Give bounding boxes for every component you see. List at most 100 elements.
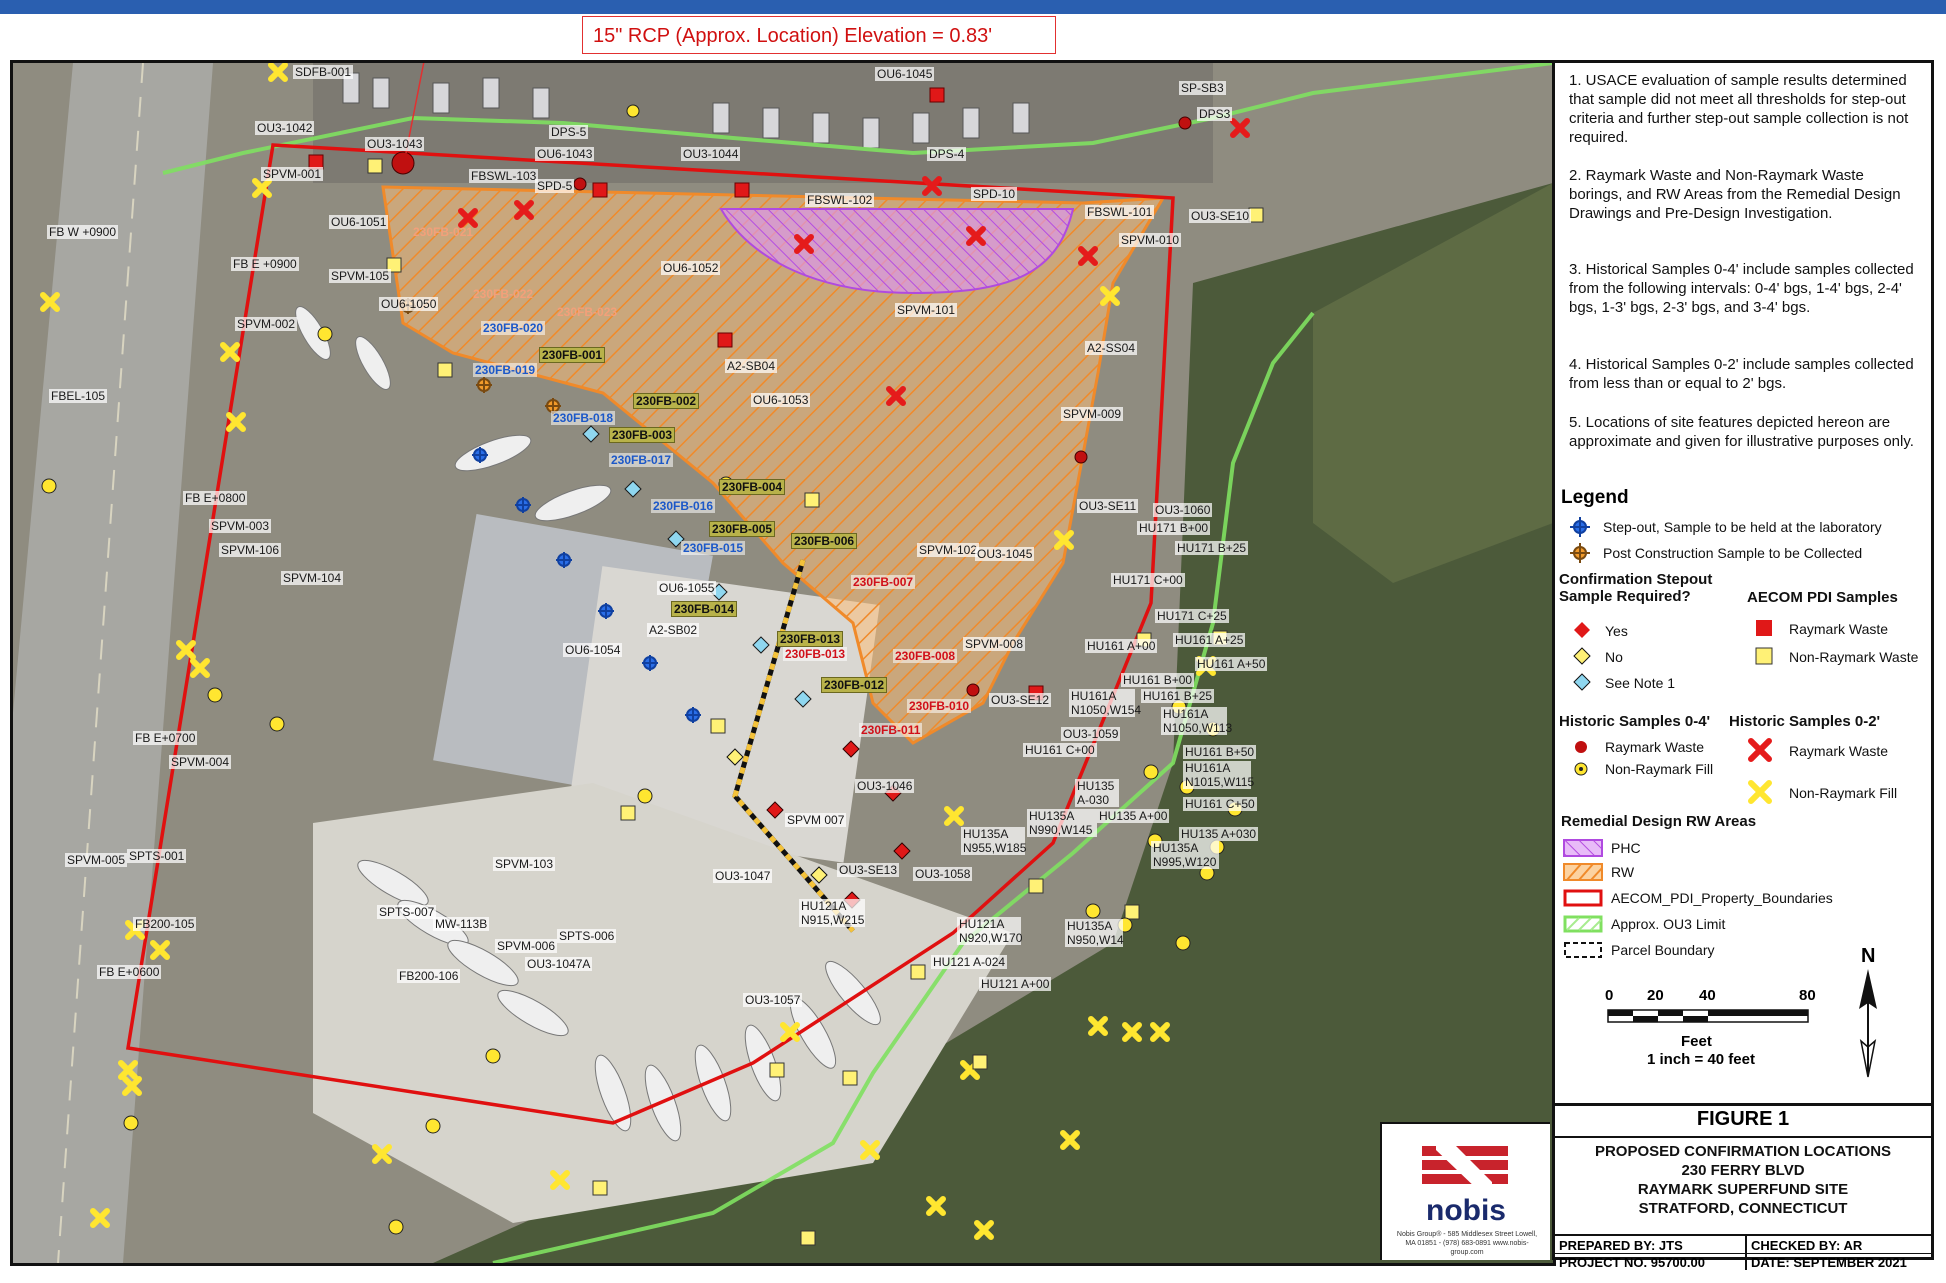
pdi-nrw-legend-icon [1755, 647, 1773, 665]
label-spvm-008: SPVM-008 [963, 637, 1026, 651]
label-hu121a-915: HU121A N915,W215 [799, 899, 865, 927]
callout-leader [405, 63, 425, 154]
label-spvm-002: SPVM-002 [235, 317, 298, 331]
label-ou3-1057: OU3-1057 [743, 993, 803, 1007]
label-hu171c00: HU171 C+00 [1111, 573, 1185, 587]
label-spts-006: SPTS-006 [557, 929, 617, 943]
label-hu171b25: HU171 B+25 [1175, 541, 1249, 555]
label-hu171c25: HU171 C+25 [1155, 609, 1229, 623]
label-ou3-se11: OU3-SE11 [1077, 499, 1139, 513]
h04-nrf-legend-icon [1574, 762, 1588, 776]
label-ou3-1060: OU3-1060 [1153, 503, 1213, 517]
post-legend-icon [1570, 543, 1590, 563]
label-230fb-017: 230FB-017 [609, 453, 674, 467]
legend-pdi-nrw: Non-Raymark Waste [1789, 649, 1919, 665]
legend-h02-nrf: Non-Raymark Fill [1789, 785, 1898, 801]
label-ou6-1043: OU6-1043 [535, 147, 595, 161]
label-230fb-012: 230FB-012 [821, 677, 888, 693]
label-ou6-1052: OU6-1052 [661, 261, 721, 275]
note-5: 5. Locations of site features depicted h… [1569, 414, 1914, 450]
legend-hist02-header: Historic Samples 0-2' [1729, 713, 1881, 730]
no-legend-icon [1573, 647, 1591, 665]
boat-storage-area [313, 783, 1013, 1223]
hist-rw-circles [391, 116, 1192, 697]
label-hu135a-955: HU135A N955,W185 [961, 827, 1027, 855]
scale-tick-20: 20 [1647, 987, 1664, 1004]
label-hu171b00: HU171 B+00 [1137, 521, 1211, 535]
figure-number: FIGURE 1 [1696, 1108, 1790, 1130]
nobis-address: Nobis Group® - 585 Middlesex Street Lowe… [1396, 1231, 1538, 1256]
label-spvm-005: SPVM-005 [65, 853, 128, 867]
ou3-limit [162, 63, 1553, 175]
label-hu161a-1050b: HU161A N1050,W113 [1161, 707, 1233, 735]
label-hu121a-920: HU121A N920,W170 [957, 917, 1023, 945]
label-spvm-003: SPVM-003 [209, 519, 272, 533]
scale-bar-graphic [1607, 1009, 1809, 1023]
title-line-3: RAYMARK SUPERFUND SITE [1637, 1181, 1849, 1198]
label-230fb-007: 230FB-007 [851, 575, 916, 589]
label-ou6-1051: OU6-1051 [329, 215, 389, 229]
aerial-map[interactable]: SDFB-001 OU6-1045 SP-SB3 DPS3 OU3-1042 O… [10, 60, 1556, 1266]
label-230fb-018: 230FB-018 [551, 411, 616, 425]
rw-area [381, 185, 1166, 745]
road-centerline [57, 63, 144, 1263]
label-spvm-106: SPVM-106 [219, 543, 282, 557]
label-hu161a50: HU161 A+50 [1195, 657, 1268, 671]
legend-parcel: Parcel Boundary [1611, 942, 1715, 958]
label-230fb-001: 230FB-001 [539, 347, 606, 363]
h02-nrf-legend-icon [1748, 780, 1772, 804]
label-ou3-1042: OU3-1042 [255, 121, 315, 135]
legend-rw: RW [1611, 864, 1635, 880]
label-spd-10: SPD-10 [971, 187, 1018, 201]
note-1: 1. USACE evaluation of sample results de… [1569, 72, 1909, 146]
label-hu161b50: HU161 B+50 [1183, 745, 1257, 759]
label-fbswl-102: FBSWL-102 [805, 193, 875, 207]
legend-rd-header: Remedial Design RW Areas [1561, 813, 1757, 830]
scale-ratio: 1 inch = 40 feet [1647, 1051, 1755, 1068]
boats [295, 306, 881, 1142]
scale-tick-0: 0 [1605, 987, 1614, 1004]
legend-h04-nrf: Non-Raymark Fill [1605, 761, 1714, 777]
notes-legend-panel: 1. USACE evaluation of sample results de… [1552, 60, 1934, 1270]
label-ou3-1047: OU3-1047 [713, 869, 773, 883]
legend-yes: Yes [1605, 623, 1628, 639]
label-fbe-0700: FB E+0700 [133, 731, 198, 745]
label-230fb-003: 230FB-003 [609, 427, 676, 443]
label-fbswl-101: FBSWL-101 [1085, 205, 1155, 219]
scale-bar: 0 20 40 80 Feet 1 inch = 40 feet N [1595, 945, 1895, 1113]
title-line-1: PROPOSED CONFIRMATION LOCATIONS [1594, 1143, 1892, 1160]
legend-pdi-rw: Raymark Waste [1789, 621, 1889, 637]
h02-rw-legend-icon [1748, 738, 1772, 762]
label-230fb-004: 230FB-004 [719, 479, 786, 495]
label-ou3-1043: OU3-1043 [365, 137, 425, 151]
label-ou3-1045: OU3-1045 [975, 547, 1035, 561]
label-spvm-101: SPVM-101 [895, 303, 958, 317]
legend-title: Legend [1561, 487, 1629, 508]
yes-diamonds [766, 740, 911, 909]
figure-date: DATE: SEPTEMBER 2021 [1751, 1255, 1907, 1270]
legend-confirm-header: Confirmation Stepout Sample Required? [1559, 571, 1713, 605]
label-230fb-022: 230FB-022 [473, 287, 534, 301]
title-line-4: STRATFORD, CONNECTICUT [1638, 1200, 1848, 1217]
legend-aecom-header: AECOM PDI Samples [1747, 589, 1898, 606]
label-ou6-1055: OU6-1055 [657, 581, 717, 595]
label-spvm-104: SPVM-104 [281, 571, 344, 585]
scale-unit: Feet [1681, 1033, 1712, 1050]
label-230fb-015: 230FB-015 [681, 541, 746, 555]
label-fb200-106: FB200-106 [397, 969, 461, 983]
label-mw-113b: MW-113B [433, 917, 490, 931]
label-a2-sb04: A2-SB04 [725, 359, 778, 373]
label-230fb-021: 230FB-021 [413, 225, 474, 239]
legend-hist04-header: Historic Samples 0-4' [1559, 713, 1711, 730]
note-3: 3. Historical Samples 0-4' include sampl… [1569, 261, 1914, 316]
north-arrow-icon [1859, 969, 1877, 1078]
nobis-wordmark: nobis [1426, 1194, 1506, 1227]
label-fbe-0800: FB E+0800 [183, 491, 248, 505]
stepout-markers [472, 447, 701, 723]
label-hu161a-1050: HU161A N1050,W154 [1069, 689, 1142, 717]
label-dps-4: DPS-4 [927, 147, 967, 161]
see-note-diamonds [582, 425, 812, 708]
label-ou3-se13: OU3-SE13 [837, 863, 900, 877]
title-block: FIGURE 1 PROPOSED CONFIRMATION LOCATIONS… [1555, 1103, 1931, 1270]
pdi-rw-legend-icon [1756, 620, 1772, 636]
